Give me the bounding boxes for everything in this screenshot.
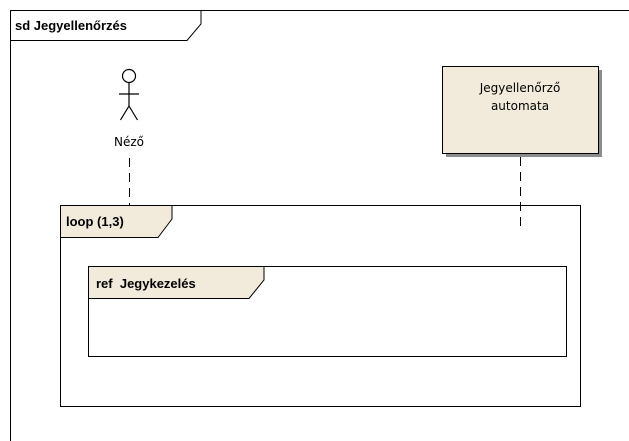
loop-fragment: loop (1,3) xyxy=(60,205,581,407)
lifeline-box-label-line1: Jegyellenőrző xyxy=(479,81,561,95)
lifeline-automata: Jegyellenőrző automata xyxy=(442,66,602,232)
actor-label: Néző xyxy=(114,135,144,149)
sd-frame-title: sd Jegyellenőrzés xyxy=(15,18,127,33)
ref-fragment-tab xyxy=(88,266,265,299)
lifeline-box-label-line2: automata xyxy=(491,99,549,113)
stick-figure-actor-icon xyxy=(119,68,139,121)
ref-fragment-label: ref Jegykezelés xyxy=(96,276,196,291)
loop-fragment-label: loop (1,3) xyxy=(66,214,124,229)
sd-frame-tab xyxy=(10,10,202,41)
loop-fragment-tab xyxy=(60,205,173,238)
ref-fragment: ref Jegykezelés xyxy=(88,266,567,357)
loop-fragment-border xyxy=(60,205,581,407)
actor-nezo: Néző xyxy=(114,68,144,205)
sd-frame: sd Jegyellenőrzés xyxy=(10,10,629,441)
lifeline-box xyxy=(442,66,599,154)
